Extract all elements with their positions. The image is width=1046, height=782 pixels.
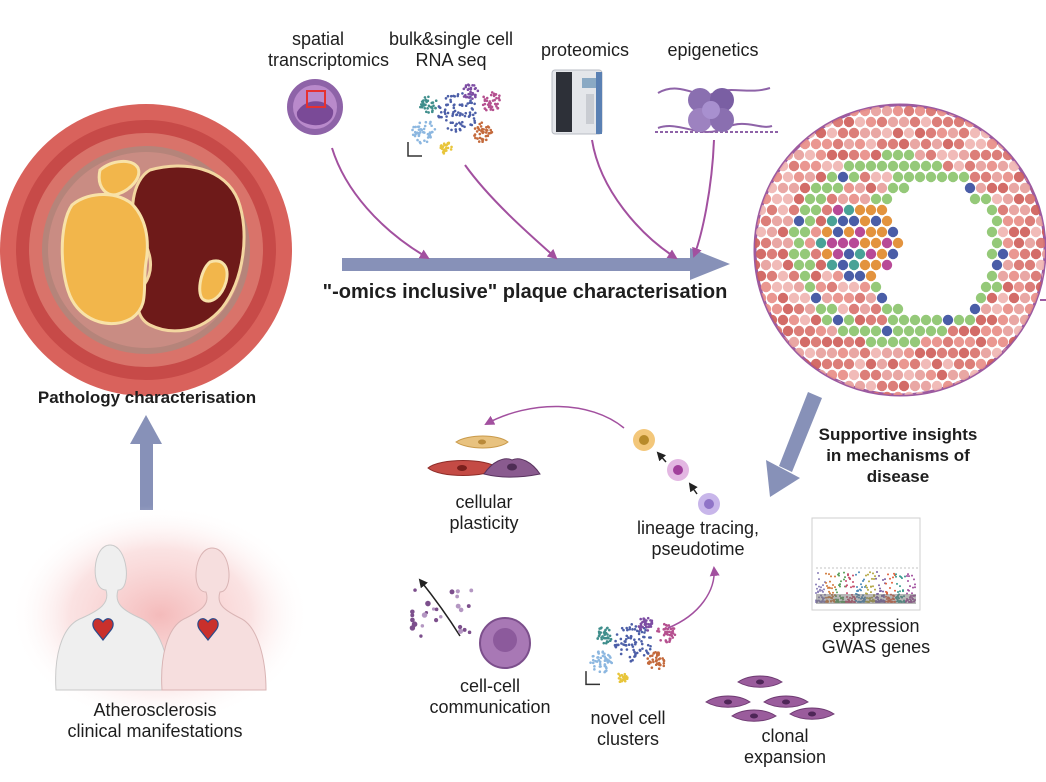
artery-cross-section	[0, 104, 292, 396]
cell-communication-icon	[409, 578, 531, 669]
single-cell-umap-icon	[407, 83, 501, 157]
heart-icon-2	[197, 618, 219, 641]
arrow-spatial	[331, 147, 430, 260]
novel-clusters-umap-icon	[585, 616, 677, 686]
patients-illustration	[10, 505, 310, 725]
arrow-to-lineage	[667, 566, 720, 629]
arrow-epigenetics	[692, 139, 715, 258]
down-arrow	[766, 392, 822, 497]
epigenetics-nucleosome-icon	[655, 87, 778, 133]
lipid-core	[60, 193, 149, 326]
lipid-pocket-right	[198, 259, 229, 303]
arrow-proteomics	[591, 139, 678, 260]
plasticity-cells	[427, 435, 541, 478]
label-proteomics: proteomics	[540, 40, 630, 60]
label-plaque-characterisation: "-omics inclusive" plaque characterisati…	[322, 281, 728, 303]
lineage-tracing-cells	[633, 429, 720, 515]
spatial-transcriptomics-icon	[287, 79, 343, 135]
main-arrow	[342, 248, 730, 280]
clonal-expansion-cells	[705, 675, 835, 722]
mass-spectrometer-icon	[551, 69, 603, 135]
label-epigenetics: epigenetics	[667, 40, 759, 60]
up-arrow	[130, 415, 162, 510]
arrow-to-plasticity	[484, 405, 625, 429]
arrow-bulk	[464, 164, 558, 260]
heart-icon	[92, 618, 114, 641]
label-pathology-characterisation: Pathology characterisation	[37, 388, 257, 407]
manhattan-plot-icon	[811, 517, 921, 611]
label-lineage-tracing: lineage tracing,pseudotime	[636, 518, 760, 559]
plaque-zoom-circle	[753, 103, 1046, 397]
lipid-pocket-top	[97, 160, 141, 197]
